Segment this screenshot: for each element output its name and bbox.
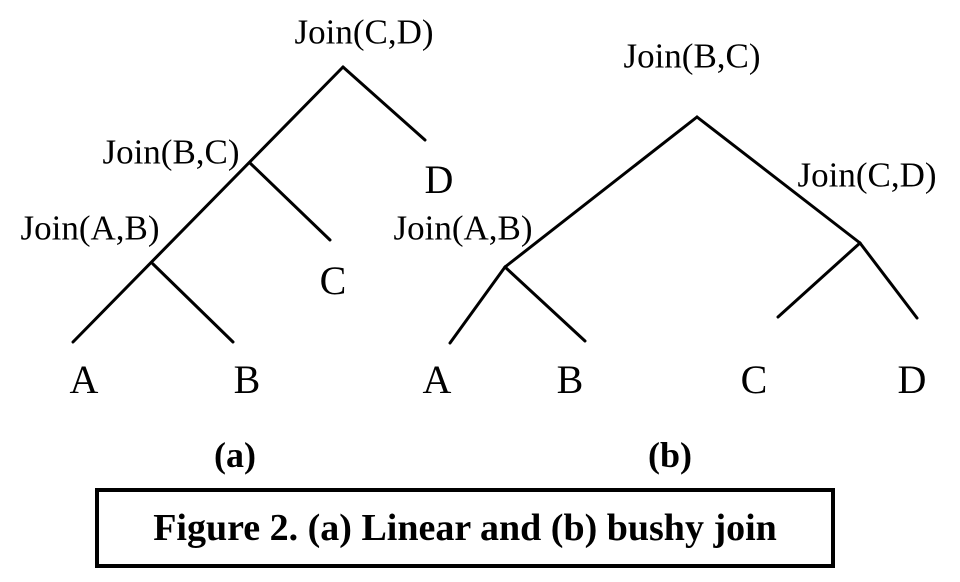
tree-a-edge-join-bc-to-c (248, 161, 332, 242)
tree-b-join-b-c-label: Join(B,C) (623, 36, 761, 76)
tree-b-edge-join-bc-to-join-ab (503, 115, 699, 269)
figure-caption: Figure 2. (a) Linear and (b) bushy join (153, 507, 777, 549)
tree-a-join-c-d-label: Join(C,D) (294, 12, 434, 52)
tree-b-leaf-a-label: A (422, 357, 452, 402)
tree-a-leaf-b-label: B (233, 357, 261, 402)
tree-a-leaf-c-label: C (319, 258, 347, 303)
tree-a-edge-spine-join-cd-to-a (71, 65, 345, 344)
tree-b-edge-join-ab-to-a (448, 265, 507, 345)
subfigure-label-b: (b) (648, 435, 692, 475)
tree-a-join-b-c-label: Join(B,C) (102, 132, 240, 172)
tree-b-join-a-b-label: Join(A,B) (393, 208, 533, 248)
tree-a-edge-join-cd-to-d (341, 65, 427, 142)
tree-b-edge-join-ab-to-b (503, 265, 587, 343)
figure-caption-box: Figure 2. (a) Linear and (b) bushy join (95, 488, 835, 568)
tree-a-leaf-a-label: A (69, 357, 99, 402)
tree-b-leaf-c-label: C (740, 357, 768, 402)
tree-a-edge-join-ab-to-b (151, 262, 235, 344)
tree-b-edge-join-bc-to-join-cd (695, 115, 862, 245)
tree-b-leaf-d-label: D (897, 357, 927, 402)
tree-b-leaf-b-label: B (556, 357, 584, 402)
subfigure-label-a: (a) (214, 435, 256, 475)
tree-b-join-c-d-label: Join(C,D) (797, 155, 937, 195)
tree-b-edge-join-cd-to-d (858, 241, 919, 320)
tree-a-leaf-d-label: D (424, 157, 454, 202)
tree-b-edge-join-cd-to-c (776, 241, 862, 319)
tree-a-join-a-b-label: Join(A,B) (20, 208, 160, 248)
